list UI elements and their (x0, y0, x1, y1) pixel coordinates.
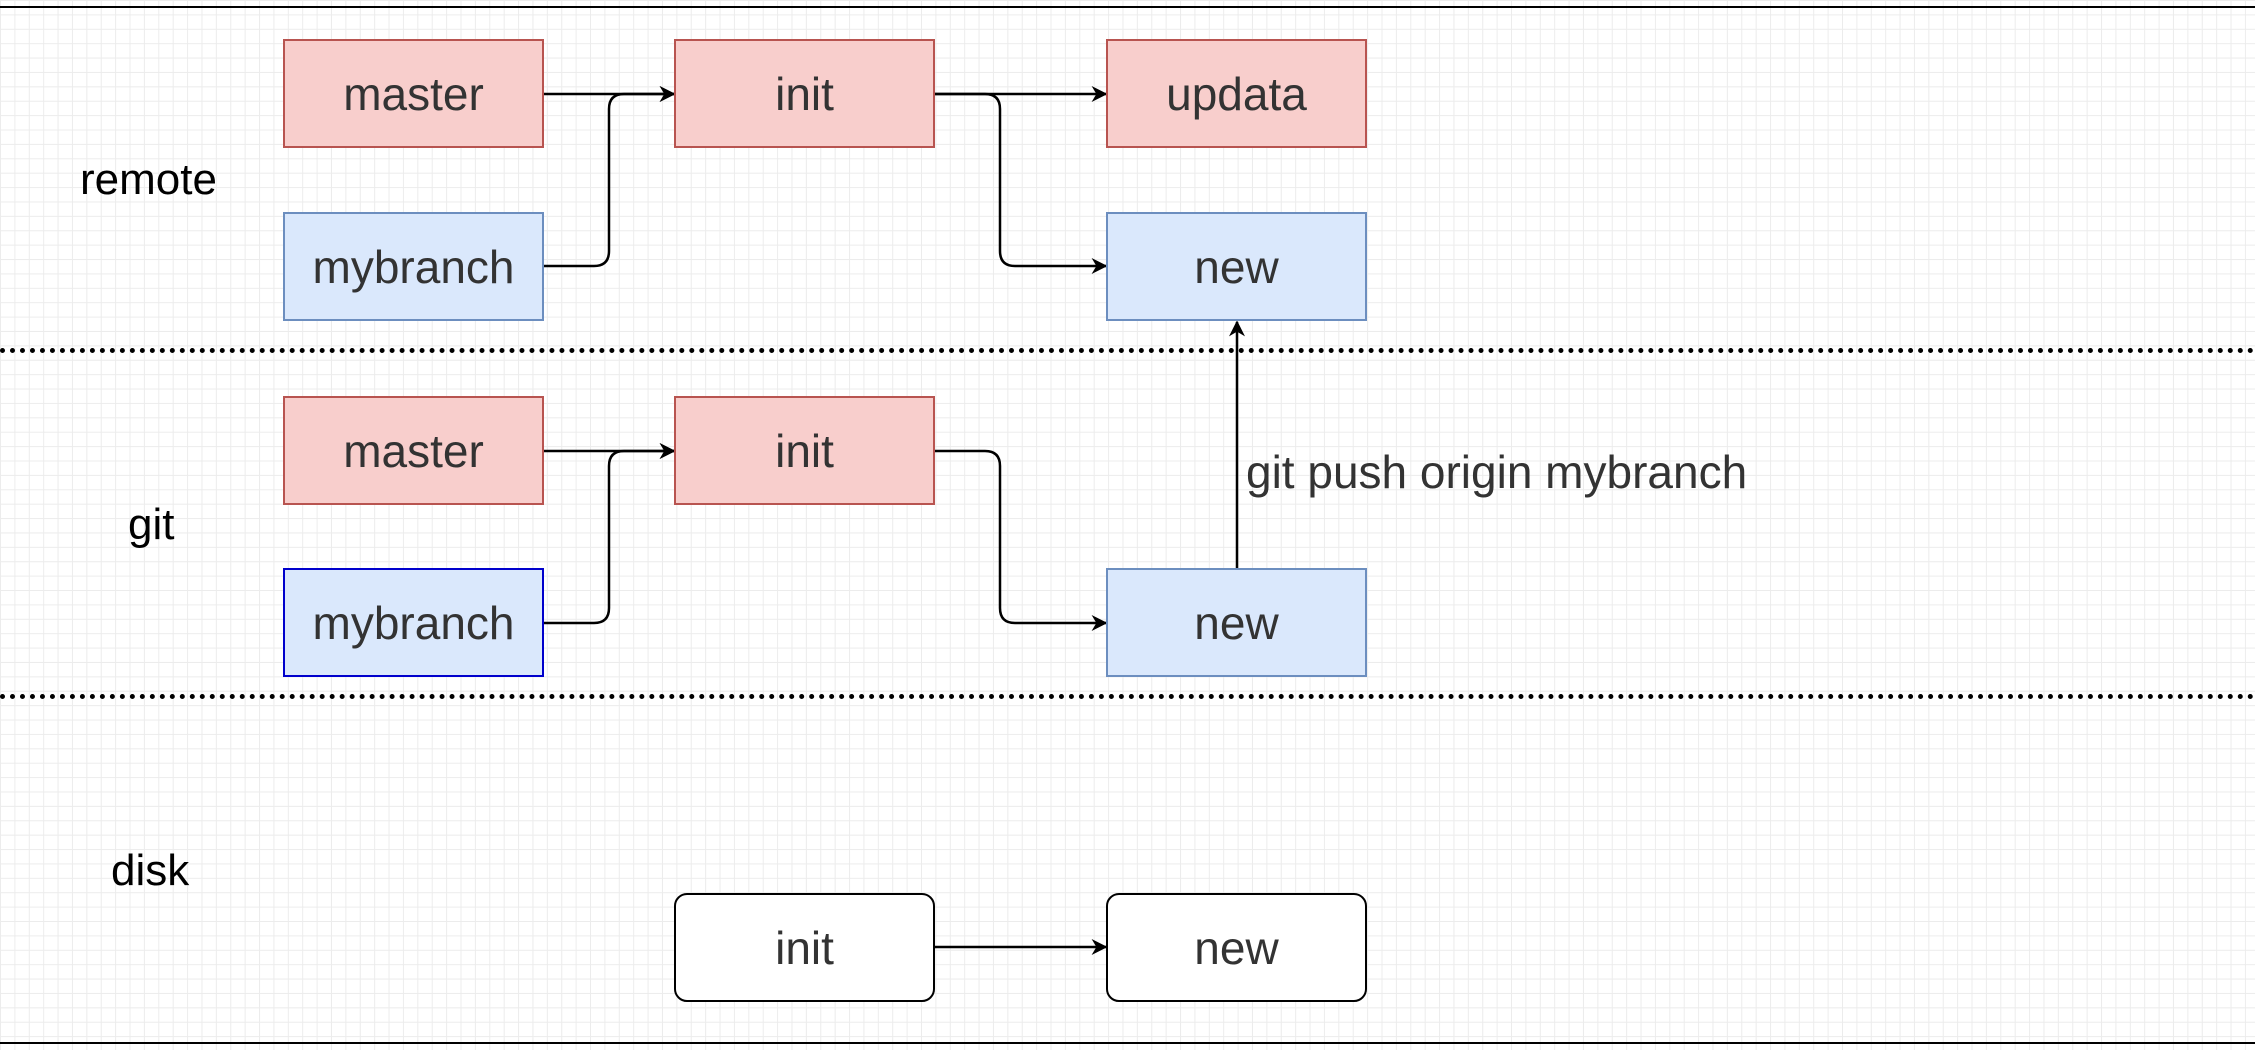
git-mybranch-node[interactable]: mybranch (283, 568, 544, 677)
edge-git-mybranch-to-init (543, 443, 676, 625)
disk-init-node[interactable]: init (674, 893, 935, 1002)
remote-init-node[interactable]: init (674, 39, 935, 148)
edge-remote-mybranch-to-init (543, 86, 676, 268)
push-command-label: git push origin mybranch (1246, 446, 1748, 498)
edge-remote-init-to-new (935, 92, 1108, 274)
remote-updata-node[interactable]: updata (1106, 39, 1367, 148)
remote-git-separator (0, 348, 2255, 353)
lane-label-remote: remote (80, 155, 217, 204)
remote-master-node[interactable]: master (283, 39, 544, 148)
bottom-border-line (0, 1042, 2255, 1044)
top-border-line (0, 6, 2255, 8)
git-master-node[interactable]: master (283, 396, 544, 505)
lane-label-disk: disk (111, 846, 190, 895)
remote-new-node[interactable]: new (1106, 212, 1367, 321)
lane-label-git: git (128, 500, 175, 549)
edge-git-init-to-new (935, 449, 1108, 631)
remote-mybranch-node[interactable]: mybranch (283, 212, 544, 321)
git-disk-separator (0, 694, 2255, 699)
git-init-node[interactable]: init (674, 396, 935, 505)
git-new-node[interactable]: new (1106, 568, 1367, 677)
disk-new-node[interactable]: new (1106, 893, 1367, 1002)
